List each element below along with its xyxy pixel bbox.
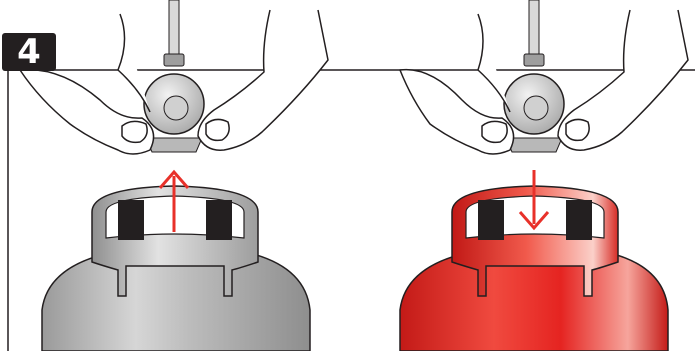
red-collar-slot-left — [478, 200, 504, 240]
right-hands — [399, 9, 689, 155]
right-hose — [528, 0, 540, 59]
step-number-badge: 4 — [2, 33, 56, 71]
right-panel — [399, 0, 689, 351]
arrow-up-icon — [158, 169, 190, 232]
right-regulator-dial — [523, 95, 549, 121]
grey-collar-slot-left — [118, 200, 144, 240]
right-regulator-clamp — [505, 137, 563, 153]
grey-collar-slot-right — [206, 200, 232, 240]
red-collar-slot-right — [566, 200, 592, 240]
left-regulator-clamp — [145, 137, 203, 153]
left-hands — [19, 9, 329, 155]
left-hose-fitting — [163, 53, 185, 67]
arrow-down-icon — [518, 170, 550, 231]
right-hose-fitting — [523, 53, 545, 67]
left-regulator-dial — [163, 95, 189, 121]
left-hose — [168, 0, 180, 59]
left-panel — [19, 0, 329, 351]
